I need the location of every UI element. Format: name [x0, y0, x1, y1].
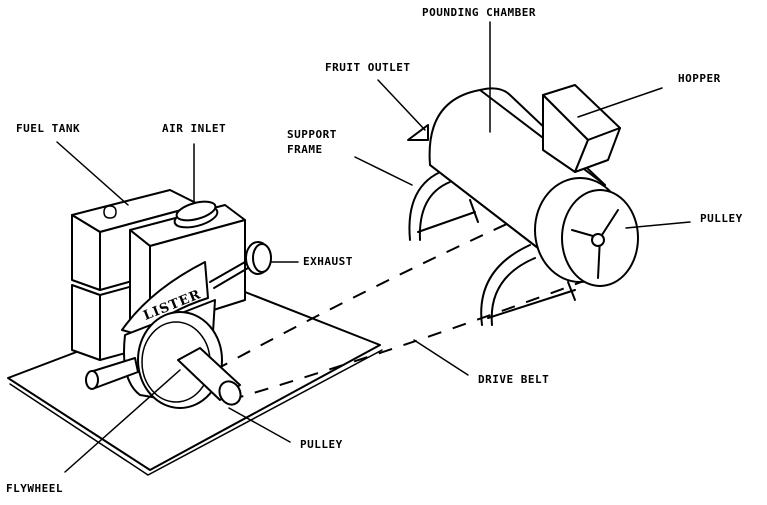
label-pulley-machine: PULLEY: [700, 212, 743, 225]
label-exhaust: EXHAUST: [303, 255, 353, 268]
leader-flywheel: [64, 369, 181, 473]
label-drive-belt: DRIVE BELT: [478, 373, 550, 386]
leader-support-frame: [354, 156, 413, 186]
label-pulley-engine: PULLEY: [300, 438, 343, 451]
leader-pulley-engine: [228, 407, 291, 443]
exhaust: [209, 241, 272, 289]
leader-lines: [56, 21, 691, 473]
leader-hopper: [577, 87, 663, 118]
machine-pulley: [534, 177, 639, 287]
hopper: [542, 84, 621, 173]
support-frame: [408, 169, 576, 326]
label-pounding-chamber: POUNDING CHAMBER: [422, 6, 536, 19]
air-inlet: [173, 200, 219, 229]
label-support-frame-line2: FRAME: [287, 143, 323, 156]
label-flywheel: FLYWHEEL: [6, 482, 63, 495]
fruit-outlet: [407, 124, 429, 141]
label-air-inlet: AIR INLET: [162, 122, 227, 135]
label-support-frame-line1: SUPPORT: [287, 128, 337, 141]
label-fuel-tank: FUEL TANK: [16, 122, 81, 135]
leader-drive-belt: [413, 339, 469, 376]
leader-pulley-machine: [625, 221, 691, 229]
engine-pulley: [177, 347, 242, 406]
leader-fruit-outlet: [377, 79, 426, 131]
engine: [71, 189, 272, 409]
drive-belt: [214, 199, 601, 401]
label-hopper: HOPPER: [678, 72, 721, 85]
pounding-machine: [407, 84, 639, 326]
label-fruit-outlet: FRUIT OUTLET: [325, 61, 411, 74]
leader-fuel-tank: [56, 141, 129, 206]
